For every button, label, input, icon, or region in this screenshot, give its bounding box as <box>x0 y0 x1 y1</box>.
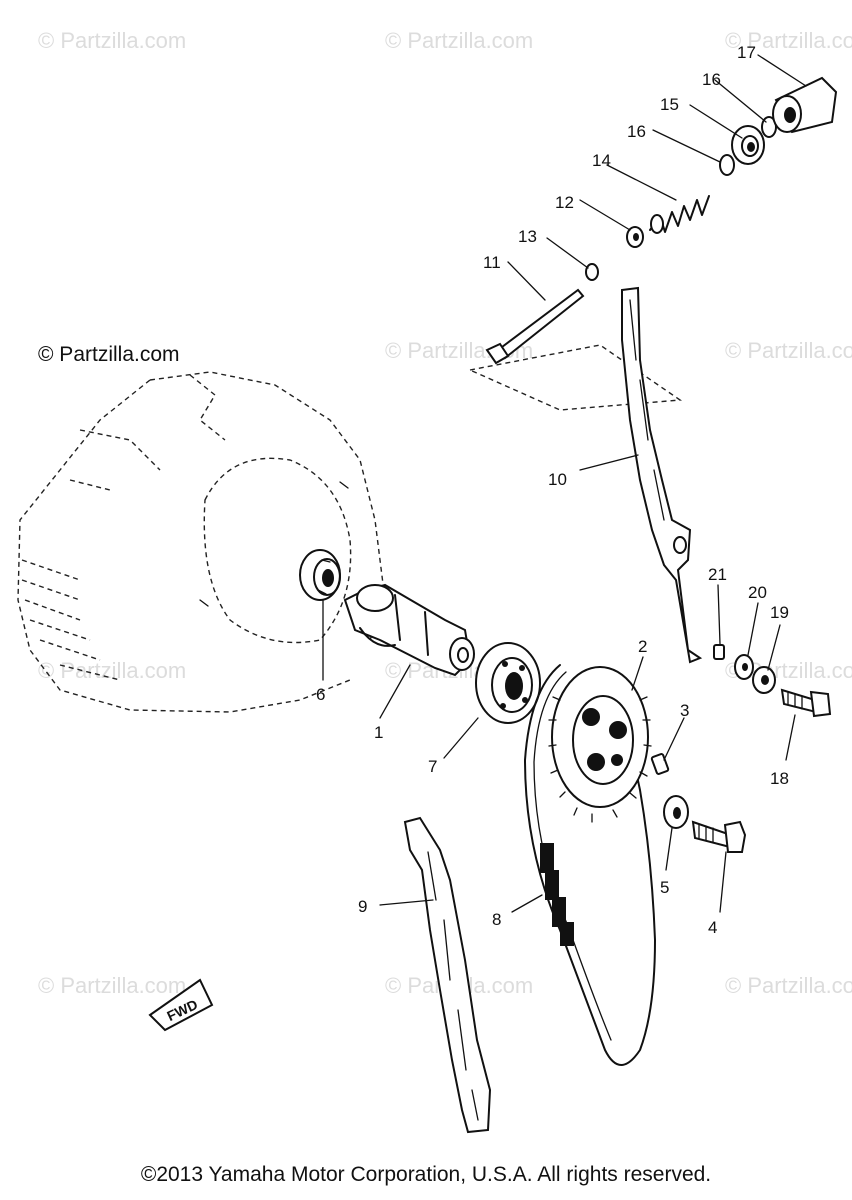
callout-6: 6 <box>316 685 325 704</box>
callout-18: 18 <box>770 769 789 788</box>
cam-sprocket-2 <box>548 666 652 823</box>
callout-16b: 16 <box>702 70 721 89</box>
bearing-7 <box>475 642 541 724</box>
watermark: © Partzilla.com <box>385 28 534 53</box>
callout-20: 20 <box>748 583 767 602</box>
spring-14 <box>649 195 710 234</box>
camshaft-1 <box>343 583 475 677</box>
callout-labels: 1 2 3 4 5 6 7 8 9 10 11 12 13 14 15 16 1… <box>316 43 789 937</box>
watermark: © Partzilla.com <box>38 658 187 683</box>
callout-4: 4 <box>708 918 717 937</box>
callout-13: 13 <box>518 227 537 246</box>
nut-19 <box>752 666 776 694</box>
ring-13 <box>585 263 599 281</box>
cam-chain-loop <box>524 664 656 1066</box>
chain-segment-8 <box>540 843 574 946</box>
diagram-svg: FWD 1 <box>17 43 838 1134</box>
callout-19: 19 <box>770 603 789 622</box>
callout-2: 2 <box>638 637 647 656</box>
cap-17 <box>772 76 838 134</box>
callout-16a: 16 <box>627 122 646 141</box>
pin-21 <box>713 644 725 660</box>
callout-7: 7 <box>428 757 437 776</box>
o-ring-16-upper <box>761 116 777 138</box>
guide-outline <box>467 344 683 411</box>
copyright-notice: ©2013 Yamaha Motor Corporation, U.S.A. A… <box>140 1163 712 1186</box>
washer-20 <box>734 654 754 680</box>
callout-10: 10 <box>548 470 567 489</box>
bolt-4 <box>691 820 747 853</box>
o-ring-16-lower <box>719 154 735 176</box>
watermark: © Partzilla.com <box>38 973 187 998</box>
callout-5: 5 <box>660 878 669 897</box>
callout-1: 1 <box>374 723 383 742</box>
callout-3: 3 <box>680 701 689 720</box>
leader-lines <box>322 54 807 913</box>
fwd-direction-tag: FWD <box>148 978 214 1032</box>
callout-9: 9 <box>358 897 367 916</box>
tensioner-rod-11 <box>485 288 585 365</box>
bearing-15 <box>731 125 765 165</box>
bearing-6 <box>299 549 341 601</box>
callout-8: 8 <box>492 910 501 929</box>
callout-14: 14 <box>592 151 611 170</box>
callout-15: 15 <box>660 95 679 114</box>
callout-17: 17 <box>737 43 756 62</box>
washer-5 <box>663 795 689 829</box>
watermark: © Partzilla.com <box>725 28 852 53</box>
callout-11: 11 <box>483 253 501 272</box>
watermark-dark: © Partzilla.com <box>38 343 180 366</box>
watermark: © Partzilla.com <box>725 973 852 998</box>
watermark: © Partzilla.com <box>38 28 187 53</box>
tensioner-guide-10 <box>621 286 703 664</box>
bolt-18 <box>780 688 832 718</box>
cylinder-head-outline <box>17 371 386 713</box>
chain-guide-9 <box>403 816 492 1134</box>
callout-12: 12 <box>555 193 574 212</box>
callout-21: 21 <box>708 565 727 584</box>
watermark: © Partzilla.com <box>725 338 852 363</box>
nut-12 <box>626 226 644 248</box>
